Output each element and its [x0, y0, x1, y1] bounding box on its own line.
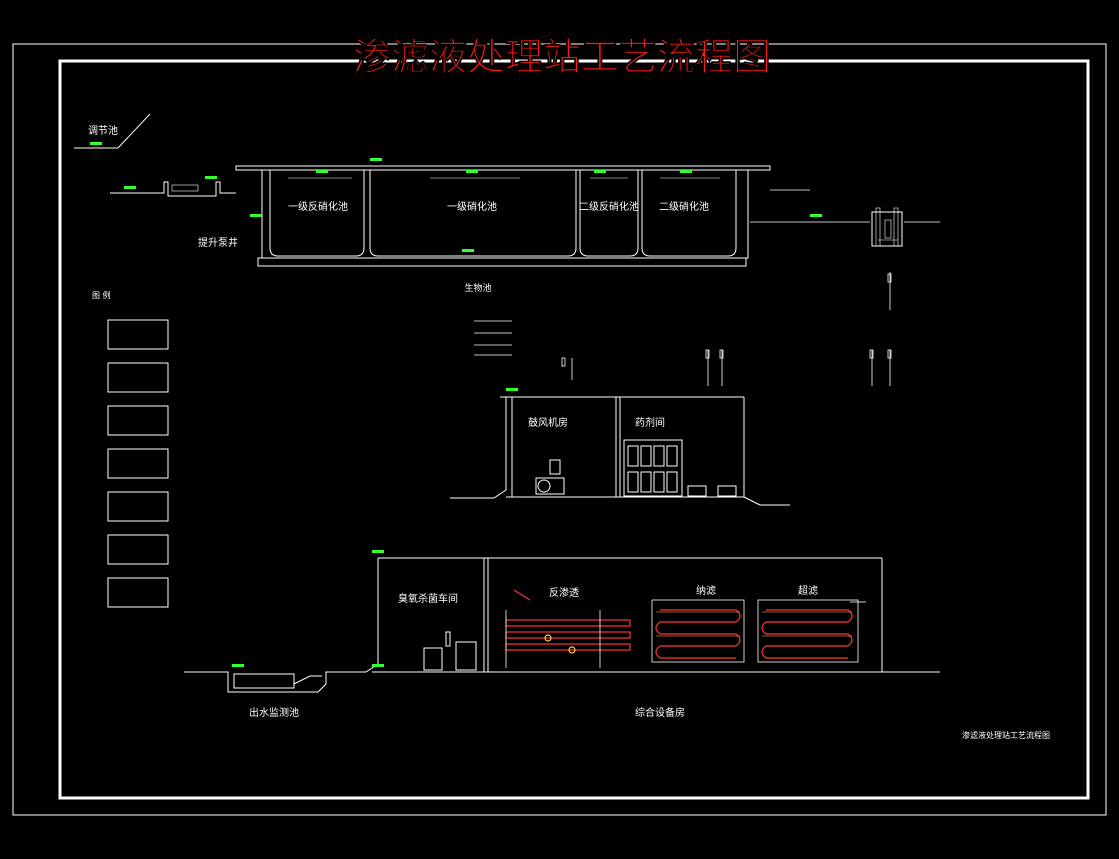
outlet-tank-caption: 出水监测池: [249, 706, 299, 719]
reverse-osmosis-skid: [505, 589, 631, 668]
inlet-trough: [110, 176, 236, 197]
inner-frame: [58, 59, 1090, 800]
room-label-ro: 反渗透: [549, 586, 579, 599]
legend-box-3: [107, 405, 169, 436]
regulating-pool-label: 调节池: [88, 124, 118, 137]
legend-box-4: [107, 448, 169, 479]
outlet-pipe: [750, 189, 940, 247]
room-label-blower: 鼓风机房: [528, 416, 568, 429]
regulating-pool: 调节池: [74, 113, 151, 149]
nanofiltration-skid: [651, 599, 745, 663]
tank-label-2: 一级硝化池: [447, 200, 497, 213]
bio-pool: [235, 158, 822, 267]
tank-label-3: 二级反硝化池: [579, 200, 639, 213]
equipment-building: [184, 557, 940, 693]
legend-box-5: [107, 491, 169, 522]
legend-box-1: [107, 319, 169, 350]
tank-label-1: 一级反硝化池: [288, 200, 348, 213]
legend-box-6: [107, 534, 169, 565]
flow-arrows: [561, 272, 892, 386]
legend-title: 图 例: [92, 290, 111, 300]
room-label-nf: 纳滤: [696, 584, 716, 597]
legend-box-7: [107, 577, 169, 608]
ultrafiltration-skid: [757, 599, 866, 663]
outer-frame: [12, 43, 1107, 816]
blower-reagent-building: [450, 396, 790, 506]
legend: [107, 319, 169, 608]
lift-well-label: 提升泵井: [198, 236, 238, 249]
bottom-caption: 渗滤液处理站工艺流程图: [962, 730, 1050, 740]
drawing-title: 渗滤液处理站工艺流程图: [353, 34, 771, 79]
tank-label-4: 二级硝化池: [659, 200, 709, 213]
pipe-key: [474, 320, 512, 356]
legend-box-2: [107, 362, 169, 393]
room-label-reagent: 药剂间: [635, 416, 665, 429]
room-label-uf: 超滤: [798, 584, 818, 597]
equipment-room-caption: 综合设备房: [635, 706, 685, 719]
bio-pool-caption: 生物池: [464, 282, 491, 294]
room-label-ozone: 臭氧杀菌车间: [398, 592, 458, 605]
